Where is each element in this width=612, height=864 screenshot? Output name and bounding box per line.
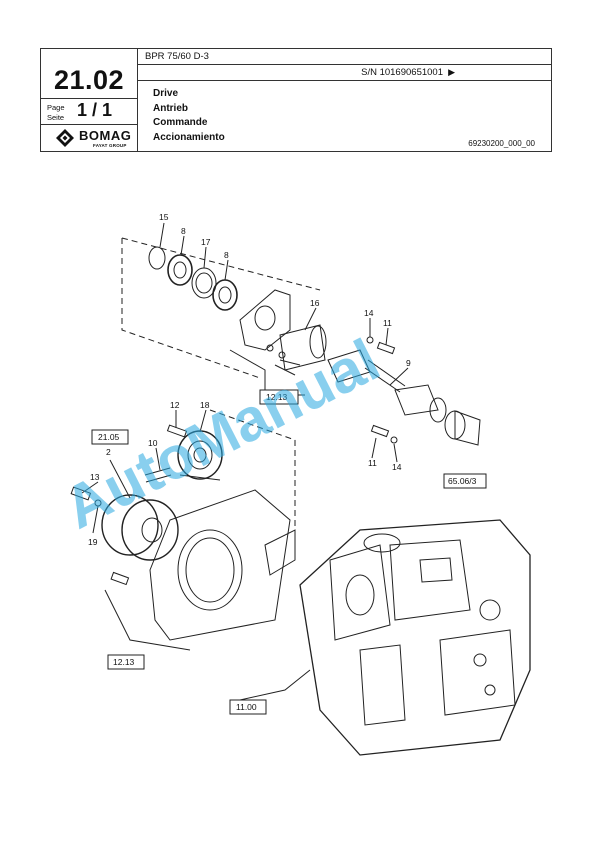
ref-12-13-top-label: 12.13 (266, 392, 288, 402)
exploded-view-diagram: 15 8 17 8 16 14 11 9 12 18 10 2 13 19 11… (60, 212, 531, 756)
callout-14: 14 (364, 308, 374, 318)
title-fr: Commande (153, 117, 208, 128)
callout-15: 15 (159, 212, 169, 222)
callout-12: 12 (170, 400, 180, 410)
divider (137, 64, 551, 65)
circlip-part (148, 246, 166, 270)
ref-21-05-label: 21.05 (98, 432, 120, 442)
ref-65-06-3-label: 65.06/3 (448, 476, 477, 486)
divider (137, 49, 138, 151)
model-name: BPR 75/60 D-3 (145, 51, 209, 62)
engine-block (299, 519, 531, 756)
callout-17: 17 (201, 237, 211, 247)
title-es: Accionamiento (153, 131, 225, 143)
page-label: Page Seite (47, 103, 65, 123)
oil-cap (363, 533, 401, 553)
ref-box-21-05[interactable]: 21.05 (91, 429, 129, 445)
ref-11-00-label: 11.00 (236, 702, 257, 712)
bomag-logo: BOMAG FAYAT GROUP (55, 128, 131, 150)
divider (41, 98, 137, 99)
document-number: 69230200_000_00 (468, 139, 535, 148)
callout-16: 16 (310, 298, 320, 308)
callout-9: 9 (406, 358, 411, 368)
bearing-housing (239, 289, 291, 351)
callout-19: 19 (88, 537, 98, 547)
callout-2: 2 (106, 447, 111, 457)
callout-11b: 11 (368, 458, 377, 468)
divider (137, 80, 551, 81)
logo-sub: FAYAT GROUP (93, 143, 127, 148)
callout-11: 11 (383, 318, 392, 328)
ref-box-12-13-top[interactable]: 12.13 (259, 389, 299, 405)
ref-box-11-00[interactable]: 11.00 (229, 699, 267, 715)
title-en: Drive (153, 88, 179, 99)
drive-pulley (101, 494, 159, 556)
callout-14b: 14 (392, 462, 402, 472)
header-frame: 21.02 Page Seite 1 / 1 BOMAG FAYAT GROUP… (40, 48, 552, 152)
callout-8: 8 (181, 226, 186, 236)
flywheel-housing (149, 489, 291, 641)
page-label-de: Seite (47, 113, 65, 122)
callout-8b: 8 (224, 250, 229, 260)
bearing-part (167, 254, 193, 286)
logo-brand: BOMAG (79, 128, 132, 143)
ref-box-12-13-bottom[interactable]: 12.13 (107, 654, 145, 670)
next-arrow-icon[interactable]: ▶ (448, 67, 455, 77)
callout-13: 13 (90, 472, 100, 482)
callout-10: 10 (148, 438, 158, 448)
ref-box-65-06-3[interactable]: 65.06/3 (443, 473, 487, 489)
bomag-diamond-icon (56, 129, 74, 147)
callout-18: 18 (200, 400, 210, 410)
page-label-en: Page (47, 103, 65, 112)
title-block: Drive Antrieb Commande Accionamiento (153, 87, 225, 145)
section-number: 21.02 (53, 65, 125, 95)
flange-shaft (279, 324, 326, 371)
title-de: Antrieb (153, 102, 188, 114)
serial-number: S/N 101690651001 (361, 67, 443, 78)
divider (41, 124, 137, 125)
bearing-part (212, 279, 238, 311)
page-number: 1 / 1 (77, 100, 113, 120)
ref-12-13-bottom-label: 12.13 (113, 657, 135, 667)
